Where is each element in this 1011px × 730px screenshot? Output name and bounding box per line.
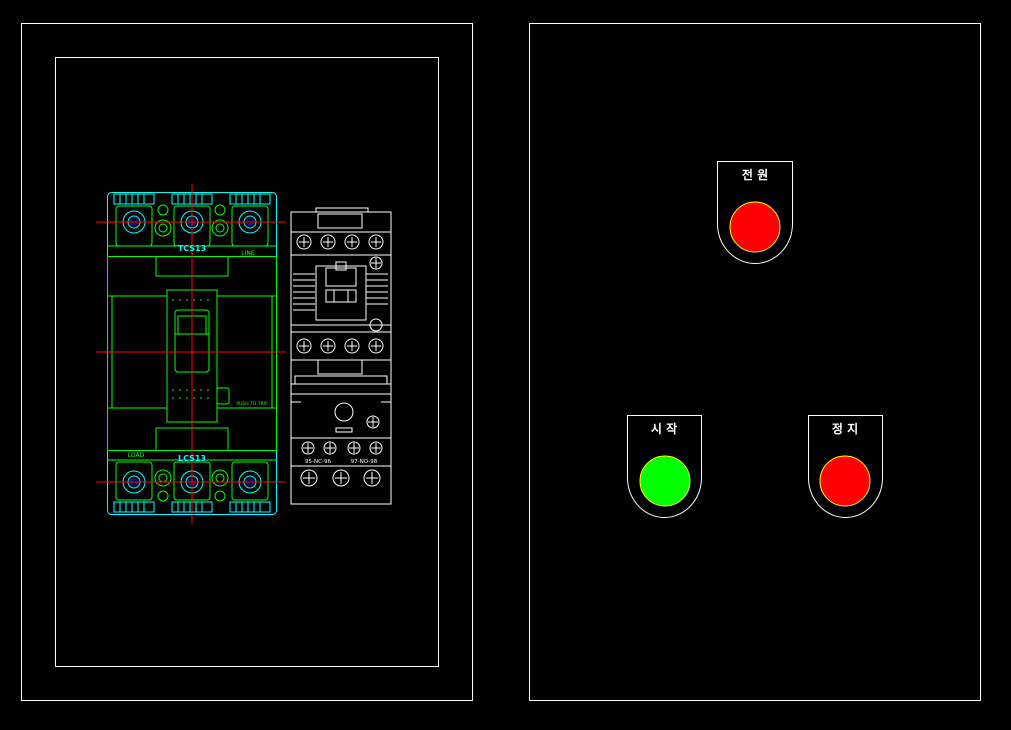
circuit-breaker — [96, 184, 286, 524]
breaker-push-to-trip: PUSH TO TRIP — [236, 401, 268, 407]
breaker-centerlines — [96, 184, 286, 524]
power-label: 전 원 — [742, 167, 768, 182]
stop-button[interactable] — [808, 415, 883, 518]
power-lamp — [729, 201, 781, 253]
start-button[interactable] — [627, 415, 702, 518]
overload-contact-nc: 95-NC-96 — [305, 459, 331, 465]
start-nameplate — [627, 415, 702, 518]
contactor-load-screws — [296, 318, 384, 354]
breaker-bottom-fins — [113, 501, 271, 513]
contactor-line-screws — [296, 234, 384, 270]
left-panel-outer-frame — [21, 23, 473, 701]
stop-lamp — [819, 455, 871, 507]
magnetic-contactor — [290, 207, 392, 505]
breaker-top-side: LINE — [241, 250, 255, 257]
overload-contact-no: 97-NO-98 — [351, 459, 378, 465]
power-indicator[interactable] — [717, 161, 793, 264]
overload-relay — [291, 393, 391, 487]
stop-nameplate — [808, 415, 883, 518]
start-label: 시 작 — [651, 421, 677, 436]
breaker-bottom-code: LCS13 — [178, 454, 206, 463]
breaker-top-code: TCS13 — [178, 244, 206, 253]
power-nameplate — [717, 161, 793, 264]
breaker-bottom-side: LOAD — [128, 452, 145, 459]
start-lamp — [639, 455, 691, 507]
breaker-handle — [166, 289, 230, 423]
right-panel-door-frame — [529, 23, 981, 701]
left-panel-mounting-plate — [55, 57, 439, 667]
stop-label: 정 지 — [832, 421, 858, 436]
